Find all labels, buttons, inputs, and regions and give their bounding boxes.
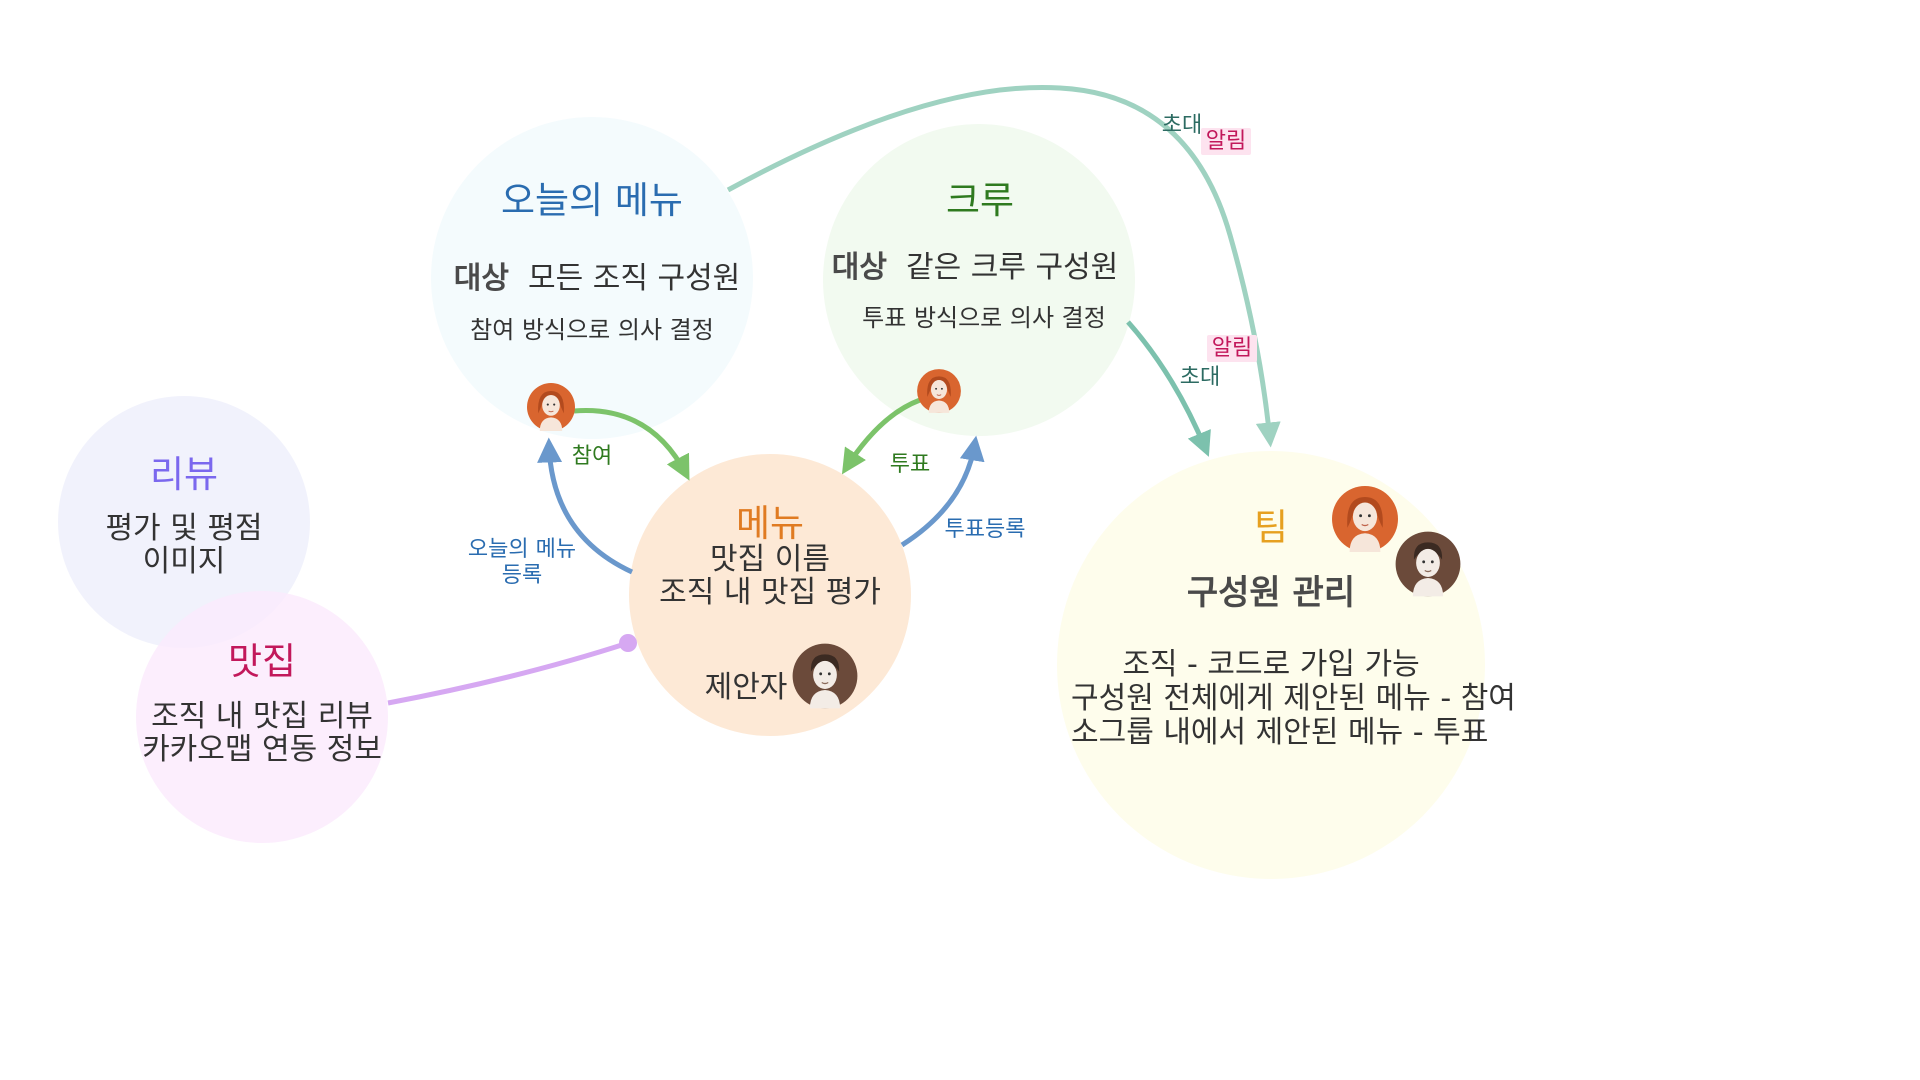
review-title: 리뷰 [149, 453, 219, 496]
menu-line1: 맛집 이름 [710, 542, 830, 577]
crew-description: 투표 방식으로 의사 결정 [862, 304, 1106, 332]
crew-circle [823, 124, 1135, 436]
menu-proposer-label: 제안자 [704, 670, 788, 705]
team-line3: 소그룹 내에서 제안된 메뉴 - 투표 [1071, 715, 1489, 750]
today-register-arrow [537, 437, 634, 575]
today-menu-description: 참여 방식으로 의사 결정 [470, 316, 714, 344]
woman-avatar-icon [1331, 485, 1399, 553]
restaurant-circle [136, 591, 388, 843]
invite-notify-crew-arrow [1126, 320, 1211, 457]
notify-crew-badge: 알림 [1206, 335, 1258, 362]
restaurant-line1: 조직 내 맛집 리뷰 [151, 699, 373, 734]
crew-title: 크루 [945, 179, 1015, 222]
restaurant-line2: 카카오맵 연동 정보 [142, 732, 382, 767]
today-menu-target-value: 모든 조직 구성원 [528, 261, 741, 296]
review-line2: 이미지 [142, 544, 226, 579]
man-avatar-icon [791, 642, 859, 710]
man-avatar-icon [1394, 530, 1462, 598]
team-circle [1057, 451, 1485, 879]
invite-notify-top-arrow [726, 84, 1281, 448]
notify-top-edge-label: 알림 [1196, 123, 1256, 155]
today-register-edge-label-line1: 오늘의 메뉴 [467, 537, 577, 562]
team-title: 팀 [1253, 506, 1289, 549]
crew-target-label: 대상 [831, 250, 887, 285]
menu-title: 메뉴 [735, 502, 805, 545]
vote-arrow [841, 397, 921, 475]
team-line2: 구성원 전체에게 제안된 메뉴 - 참여 [1071, 681, 1516, 716]
review-circle [58, 396, 310, 648]
team-line1: 조직 - 코드로 가입 가능 [1122, 647, 1420, 682]
review-line1: 평가 및 평점 [105, 511, 263, 546]
vote-register-edge-label: 투표등록 [944, 517, 1026, 542]
today-menu-target-label: 대상 [453, 261, 509, 296]
notify-top-badge: 알림 [1200, 128, 1252, 155]
team-heading: 구성원 관리 [1186, 573, 1356, 613]
join-arrow [573, 408, 690, 481]
vote-edge-label: 투표 [889, 452, 931, 477]
crew-target: 대상 같은 크루 구성원 [830, 247, 1120, 289]
woman-avatar-icon [916, 368, 962, 414]
today-menu-target: 대상 모든 조직 구성원 [452, 258, 742, 300]
today-menu-title: 오늘의 메뉴 [501, 179, 683, 222]
join-edge-label: 참여 [571, 444, 613, 469]
woman-avatar-icon [526, 382, 576, 432]
restaurant-menu-link [387, 640, 629, 706]
invite-top-edge-label: 초대 [1161, 113, 1203, 138]
notify-crew-edge-label: 알림 [1202, 330, 1262, 362]
today-menu-circle [431, 117, 753, 439]
vote-register-arrow [900, 435, 985, 548]
link-endpoint-dot [619, 634, 637, 652]
restaurant-title: 맛집 [227, 640, 297, 683]
today-register-edge-label-line2: 등록 [501, 563, 543, 588]
crew-target-value: 같은 크루 구성원 [906, 250, 1119, 285]
menu-line2: 조직 내 맛집 평가 [659, 575, 881, 610]
invite-crew-edge-label: 초대 [1179, 365, 1221, 390]
